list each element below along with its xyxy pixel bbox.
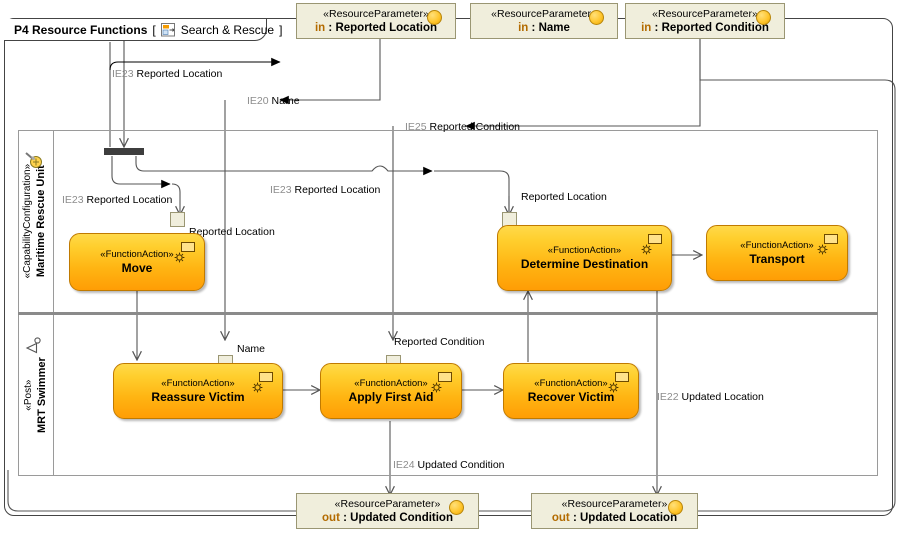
fa-name: Apply First Aid [348,389,434,404]
fa-stereotype: «FunctionAction» [161,377,235,389]
gear-icon [608,380,619,393]
rp-stereotype: «ResourceParameter» [334,497,441,510]
parameter-ball-icon [589,10,604,25]
parameter-ball-icon [449,500,464,515]
page-title: P4 Resource Functions [14,22,148,37]
rp-name: in : Reported Location [314,21,438,34]
rp-name: in : Reported Condition [641,21,769,34]
swimlane-stereotype: «CapabilityConfiguration» [22,163,34,279]
function-action-determine-destination[interactable]: «FunctionAction» Determine Destination [497,225,672,291]
pin-label-determine-destination-reported-location: Reported Location [521,191,607,203]
diagram-icon [160,22,176,37]
pin-label-reassure-victim-name: Name [237,343,266,355]
function-action-reassure-victim[interactable]: «FunctionAction» Reassure Victim [113,363,283,419]
frame-context-open: [ [152,22,156,37]
resource-parameter-in-name[interactable]: «ResourceParameter» in : Name [470,3,618,39]
gear-icon [817,242,828,255]
pin-label-move-reported-location: Reported Location [189,226,275,238]
swimlane-header-maritime-rescue-unit: «CapabilityConfiguration» Maritime Rescu… [18,130,54,312]
subdiagram-rect-icon [615,372,629,382]
edge-label-ie23-mid: IE23 Reported Location [270,184,381,196]
rp-stereotype: «ResourceParameter» [652,7,758,20]
swimlane-header-mrt-swimmer: «Post» MRT Swimmer [18,315,54,476]
rp-stereotype: «ResourceParameter» [561,497,668,510]
subdiagram-rect-icon [259,372,273,382]
fa-stereotype: «FunctionAction» [354,377,428,389]
post-icon [24,336,42,354]
resource-parameter-out-updated-location[interactable]: «ResourceParameter» out : Updated Locati… [531,493,698,529]
diagram-frame-tab[interactable]: P4 Resource Functions [ Search & Rescue … [4,19,282,41]
fa-name: Determine Destination [520,256,649,271]
parameter-ball-icon [427,10,442,25]
rp-name: out : Updated Location [551,511,678,524]
rp-stereotype: «ResourceParameter» [323,7,429,20]
resource-parameter-in-reported-condition[interactable]: «ResourceParameter» in : Reported Condit… [625,3,785,39]
subdiagram-rect-icon [438,372,452,382]
pin-label-apply-first-aid-reported-condition: Reported Condition [394,336,485,348]
function-action-recover-victim[interactable]: «FunctionAction» Recover Victim [503,363,639,419]
swimlane-container [18,130,878,476]
capability-icon [24,150,42,168]
swimlane-divider [18,312,878,315]
parameter-ball-icon [756,10,771,25]
gear-icon [252,380,263,393]
pin-move-reported-location[interactable] [170,212,185,227]
edge-label-ie25-reported-condition: IE25 Reported Condition [405,121,521,133]
swimlane-name: MRT Swimmer [34,357,47,434]
fork-node [104,148,144,155]
gear-icon [641,242,652,255]
swimlane-stereotype: «Post» [22,379,34,412]
fa-name: Move [121,260,153,275]
gear-icon [431,380,442,393]
edge-label-ie20-name: IE20 Name [247,95,300,107]
edge-label-ie23-left: IE23 Reported Location [62,194,173,206]
rp-stereotype: «ResourceParameter» [491,7,597,20]
fa-name: Transport [749,251,805,266]
function-action-transport[interactable]: «FunctionAction» Transport [706,225,848,281]
fa-stereotype: «FunctionAction» [547,244,622,256]
rp-name: out : Updated Condition [322,511,453,524]
gear-icon [174,250,185,263]
fa-stereotype: «FunctionAction» [100,248,174,260]
fa-name: Recover Victim [527,389,615,404]
subdiagram-rect-icon [824,234,838,244]
edge-label-ie22-updated-location: IE22 Updated Location [657,391,764,403]
fa-name: Reassure Victim [151,389,245,404]
frame-context-name: Search & Rescue [180,22,275,37]
resource-parameter-out-updated-condition[interactable]: «ResourceParameter» out : Updated Condit… [296,493,479,529]
edge-label-ie23-top: IE23 Reported Location [112,68,223,80]
subdiagram-rect-icon [648,234,662,244]
function-action-apply-first-aid[interactable]: «FunctionAction» Apply First Aid [320,363,462,419]
subdiagram-rect-icon [181,242,195,252]
frame-context-close: ] [279,22,283,37]
parameter-ball-icon [668,500,683,515]
rp-name: in : Name [518,21,570,34]
fa-stereotype: «FunctionAction» [534,377,608,389]
swimlane-name: Maritime Rescue Unit [34,165,47,277]
edge-label-ie24-updated-condition: IE24 Updated Condition [393,459,505,471]
function-action-move[interactable]: «FunctionAction» Move [69,233,205,291]
fa-stereotype: «FunctionAction» [740,239,814,251]
resource-parameter-in-reported-location[interactable]: «ResourceParameter» in : Reported Locati… [296,3,456,39]
